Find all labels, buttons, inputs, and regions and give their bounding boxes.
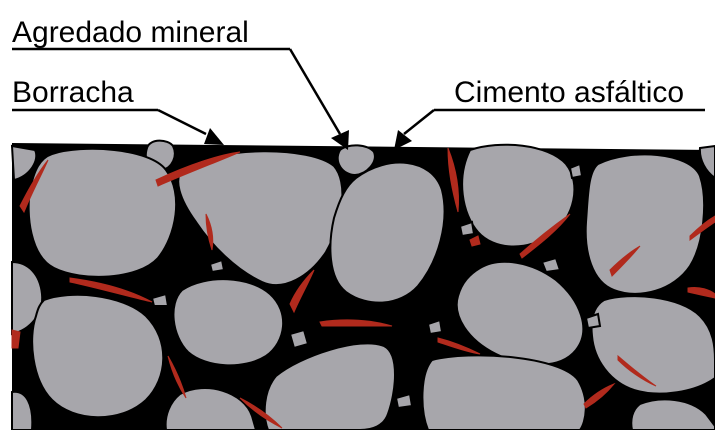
leader-line-rubber-diagonal (158, 110, 206, 134)
label-rubber: Borracha (12, 76, 224, 145)
label-aggregate-text: Agredado mineral (12, 16, 249, 49)
aggregate-particle (29, 149, 176, 277)
aggregate-particle (32, 295, 163, 417)
leader-line-aggregate-diagonal (290, 49, 340, 134)
label-binder-text: Cimento asfáltico (454, 76, 684, 109)
rubber-particle (12, 330, 20, 348)
label-rubber-text: Borracha (12, 76, 134, 109)
aggregate-particle (290, 330, 308, 348)
aggregate-particle (173, 279, 283, 365)
arrowhead-rubber (204, 128, 224, 145)
leader-line-binder-diagonal (404, 110, 434, 134)
label-binder: Cimento asfáltico (394, 76, 705, 150)
